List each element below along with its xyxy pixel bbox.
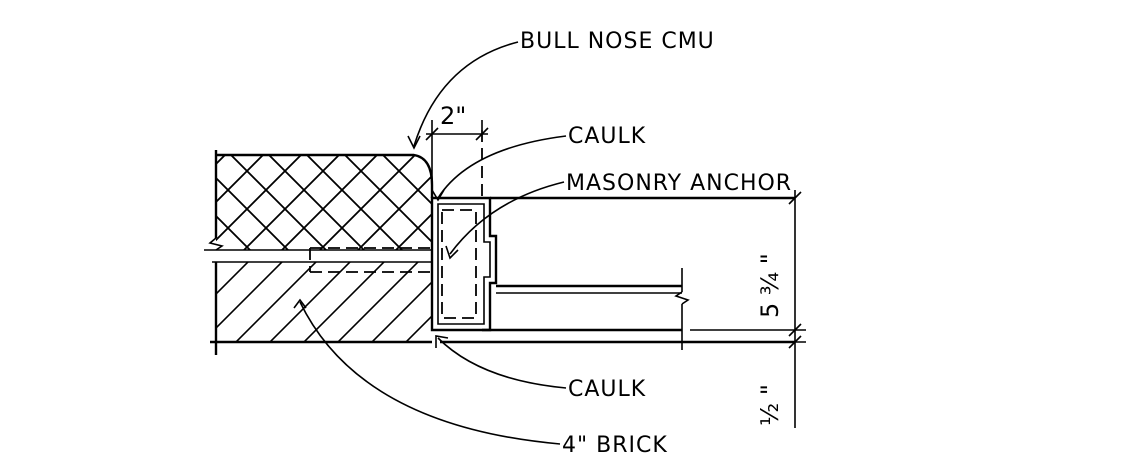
door-frame-profile xyxy=(430,196,806,350)
bull-nose-cmu-block xyxy=(204,150,434,251)
dimension-reveal: ½ " xyxy=(756,384,784,426)
label-4in-brick: 4" BRICK xyxy=(562,433,668,458)
dimension-frame-depth: 5 ¾ " xyxy=(756,253,784,318)
brick-course xyxy=(210,261,432,355)
hidden-lines xyxy=(309,130,483,273)
leader-lines xyxy=(293,41,567,445)
dimension-width-2in: 2" xyxy=(440,102,466,130)
label-masonry-anchor: MASONRY ANCHOR xyxy=(566,171,792,196)
label-caulk-top: CAULK xyxy=(568,124,646,149)
dimension-lines xyxy=(425,120,802,428)
label-caulk-bottom: CAULK xyxy=(568,377,646,402)
label-bull-nose-cmu: BULL NOSE CMU xyxy=(520,29,715,54)
